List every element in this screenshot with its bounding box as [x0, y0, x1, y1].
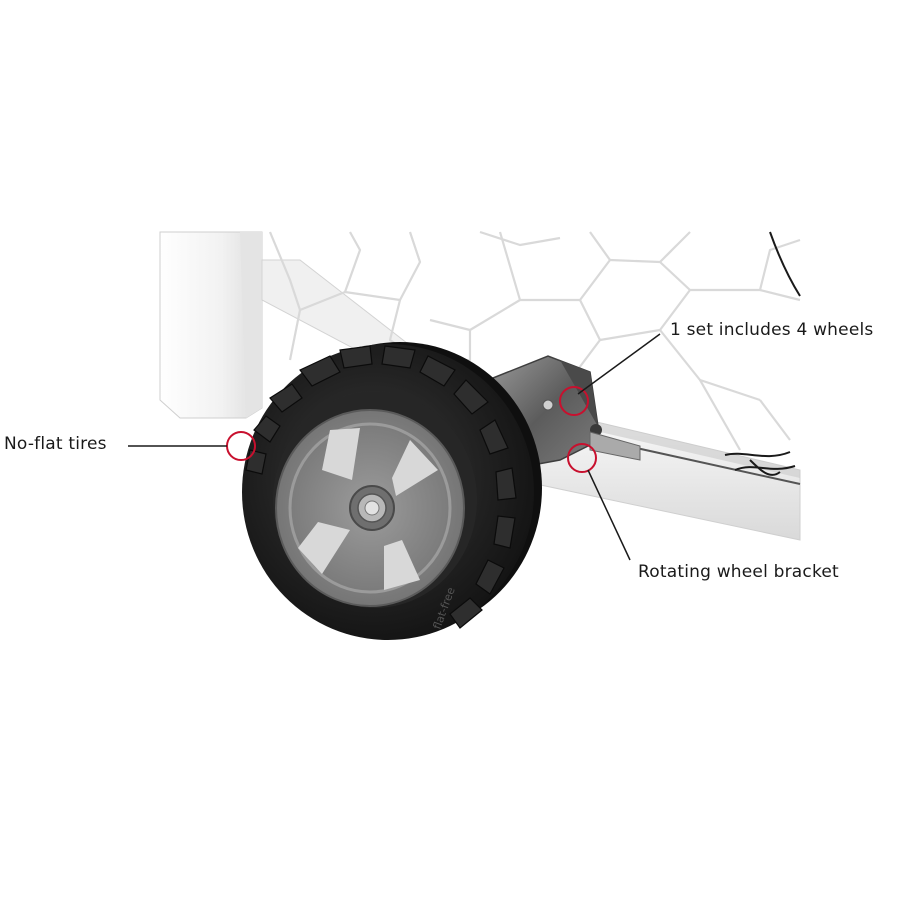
no-flat-tires-label: No-flat tires: [4, 434, 107, 454]
tire-tread: [245, 345, 517, 629]
wheel: flat-free: [242, 342, 542, 640]
callout-circle-wheel-mount: [559, 386, 589, 416]
set-includes-label: 1 set includes 4 wheels: [670, 320, 874, 340]
leader-line-set: [577, 333, 661, 395]
leader-line-bracket: [587, 469, 631, 561]
rim-spokes: [298, 428, 438, 590]
rotating-bracket-label: Rotating wheel bracket: [638, 562, 839, 582]
callout-circle-bracket: [567, 443, 597, 473]
net-strap: [724, 231, 801, 476]
